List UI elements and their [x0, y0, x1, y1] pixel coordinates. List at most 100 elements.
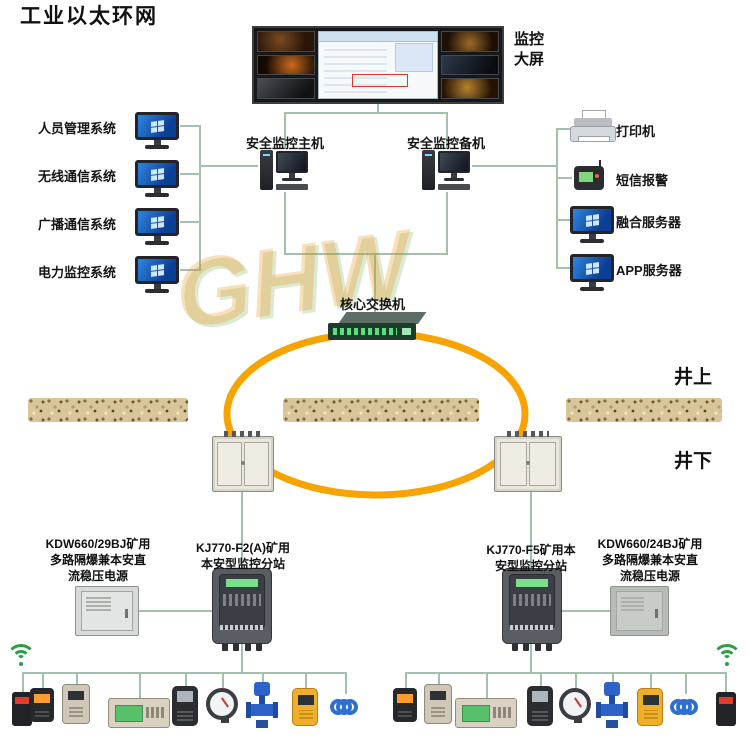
- left-system-label: 无线通信系统: [38, 169, 117, 184]
- core-switch-icon: [328, 312, 427, 342]
- core-switch-label: 核心交换机: [340, 297, 406, 312]
- connector-line: [530, 642, 532, 672]
- connector-line: [446, 112, 448, 148]
- windows-logo-icon: [586, 214, 599, 227]
- connector-line: [377, 104, 379, 113]
- computer-tower-icon: [260, 150, 273, 190]
- monitor-icon: [570, 206, 614, 248]
- substation-display: [515, 578, 549, 587]
- portable-alarm-icon: [292, 688, 318, 726]
- connector-line: [199, 125, 201, 271]
- monitoring-software-screen: [318, 31, 438, 99]
- keyboard-icon: [438, 184, 470, 190]
- connector-line: [472, 165, 556, 167]
- right-system-label: 打印机: [616, 124, 656, 139]
- right-system-label: APP服务器: [616, 263, 682, 278]
- connector-line: [180, 173, 200, 175]
- connector-line: [180, 269, 200, 271]
- electric-valve-icon: [246, 682, 278, 728]
- substation-display: [225, 578, 259, 587]
- sms-alarm-icon: [572, 160, 606, 192]
- handheld-detector-icon: [527, 686, 553, 726]
- monitoring-substation-icon: [212, 568, 272, 651]
- software-data-table: [323, 46, 388, 93]
- connector-line: [139, 672, 141, 698]
- monitor-icon: [135, 160, 179, 202]
- connector-line: [725, 672, 727, 692]
- wireless-station-icon: [716, 692, 736, 726]
- keyboard-icon: [276, 184, 308, 190]
- host-computer-icon: [258, 148, 310, 192]
- camera-view-icon: [441, 78, 499, 99]
- left-system-label: 广播通信系统: [38, 217, 117, 232]
- camera-view-icon: [441, 54, 499, 76]
- connector-line: [575, 672, 577, 688]
- connector-line: [262, 672, 264, 683]
- video-wall-left-column: [257, 31, 315, 99]
- substation-left-label: KJ770-F2(A)矿用 本安型监控分站: [195, 541, 291, 571]
- signal-cable-icon: [330, 694, 360, 722]
- wifi-antenna-icon: [712, 644, 742, 670]
- card-reader-icon: [30, 688, 54, 722]
- camera-view-icon: [441, 31, 499, 52]
- printer-icon: [570, 110, 616, 146]
- windows-logo-icon: [151, 168, 164, 181]
- windows-logo-icon: [151, 264, 164, 277]
- power-supply-icon: [75, 586, 139, 636]
- connector-line: [556, 128, 558, 269]
- connector-line: [137, 610, 212, 612]
- right-system-label: 融合服务器: [616, 215, 682, 230]
- connector-line: [560, 610, 610, 612]
- ring-network-label: 工业以太环网: [20, 5, 158, 28]
- connector-line: [199, 165, 258, 167]
- connector-line: [650, 672, 652, 688]
- junction-box-icon: [494, 431, 562, 492]
- computer-monitor-icon: [276, 151, 308, 173]
- zone-surface-label: 井上: [674, 367, 713, 388]
- connector-line: [284, 112, 448, 114]
- connector-line: [556, 219, 570, 221]
- connector-line: [540, 672, 542, 686]
- zone-underground-label: 井下: [674, 451, 713, 472]
- substation-right-label: KJ770-F5矿用本 安型监控分站: [486, 543, 576, 573]
- psu-right-label: KDW660/24BJ矿用 多路隔爆兼本安直 流稳压电源: [597, 537, 703, 583]
- left-system-label: 电力监控系统: [38, 265, 117, 280]
- right-system-label: 短信报警: [616, 173, 669, 188]
- junction-box-icon: [212, 431, 274, 492]
- windows-logo-icon: [151, 120, 164, 133]
- connector-line: [556, 177, 572, 179]
- connector-line: [438, 672, 440, 685]
- connector-line: [405, 672, 407, 688]
- monitor-icon: [135, 112, 179, 154]
- computer-tower-icon: [422, 150, 435, 190]
- camera-view-icon: [257, 31, 315, 52]
- card-reader-icon: [393, 688, 417, 722]
- connector-line: [612, 672, 614, 683]
- power-supply-icon: [610, 586, 669, 636]
- connector-line: [486, 672, 488, 698]
- monitor-icon: [135, 256, 179, 298]
- left-system-label: 人员管理系统: [38, 121, 117, 136]
- ground-strip-middle: [283, 398, 479, 422]
- windows-logo-icon: [586, 262, 599, 275]
- connector-line: [685, 672, 687, 694]
- connector-line: [374, 253, 376, 316]
- substation-panel-icon: [455, 698, 517, 728]
- camera-view-icon: [257, 78, 315, 99]
- connector-line: [405, 672, 726, 674]
- wifi-antenna-icon: [6, 644, 36, 670]
- video-wall-label: 监控大屏: [514, 31, 545, 68]
- psu-left-label: KDW660/29BJ矿用 多路隔爆兼本安直 流稳压电源: [45, 537, 151, 583]
- connector-line: [556, 267, 570, 269]
- connector-line: [446, 192, 448, 253]
- terminal-strip-icon: [223, 431, 263, 437]
- software-side-panel: [394, 42, 434, 73]
- pressure-gauge-icon: [206, 688, 238, 723]
- monitoring-substation-icon: [502, 568, 562, 651]
- connector-line: [305, 672, 307, 688]
- software-alert-highlight: [352, 74, 409, 88]
- video-wall: [252, 26, 504, 104]
- gas-sensor-icon: [424, 684, 452, 724]
- computer-monitor-icon: [438, 151, 470, 173]
